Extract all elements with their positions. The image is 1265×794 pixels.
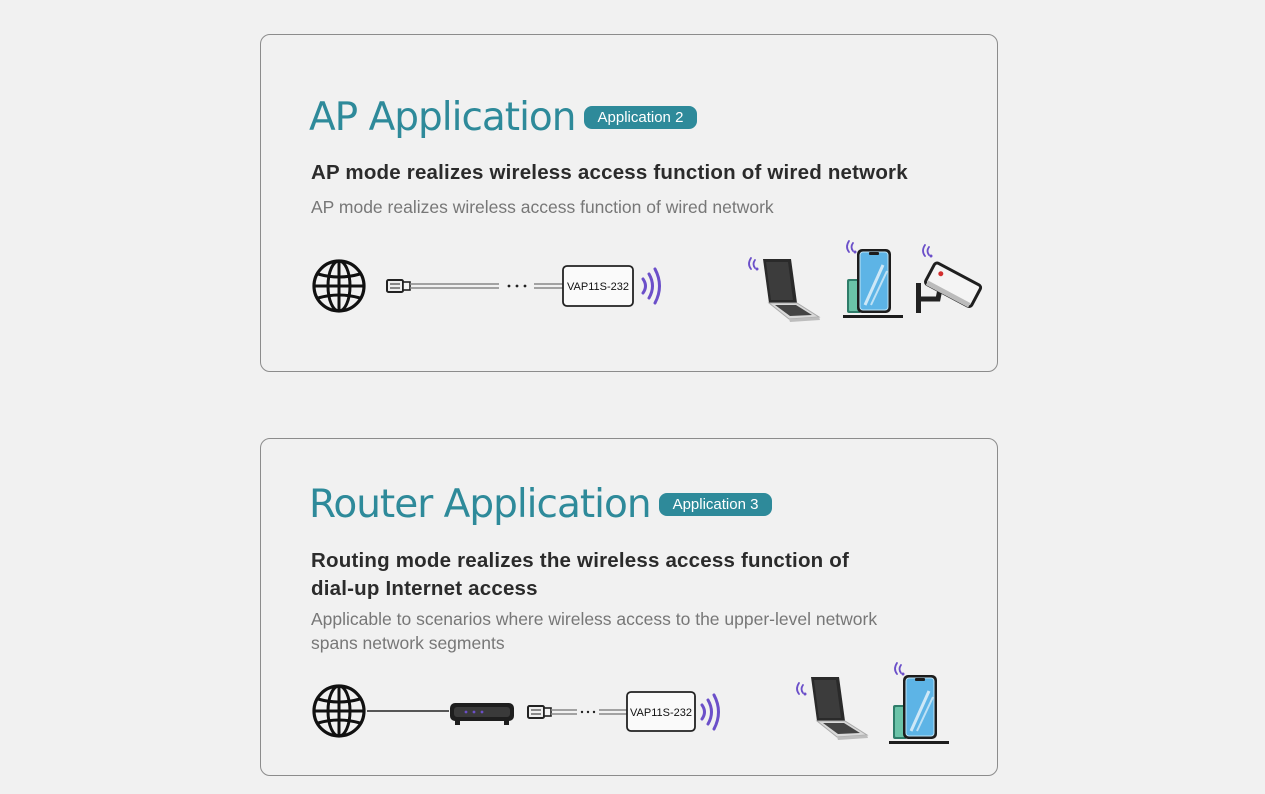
camera-wifi-icon	[923, 245, 933, 258]
globe-icon	[314, 261, 364, 311]
ap-application-card: AP Application Application 2 AP mode rea…	[260, 34, 998, 372]
router-device-label: VAP11S-232	[630, 707, 692, 719]
ap-diagram: VAP11S-232	[261, 35, 997, 371]
vap-device-box: VAP11S-232	[563, 266, 633, 306]
wifi-signal-icon	[643, 269, 660, 303]
laptop-wifi-icon	[797, 683, 807, 696]
phone-wifi-icon	[847, 241, 857, 254]
laptop-icon	[811, 677, 868, 740]
laptop-wifi-icon	[749, 258, 759, 271]
laptop-icon	[763, 259, 820, 322]
router-application-card: Router Application Application 3 Routing…	[260, 438, 998, 776]
router-diagram: VAP11S-232	[261, 439, 997, 775]
security-camera-icon	[916, 262, 982, 313]
ellipsis-icon	[508, 285, 527, 288]
ethernet-cable-icon	[528, 706, 577, 718]
ap-device-label: VAP11S-232	[567, 281, 629, 293]
router-icon	[450, 703, 514, 725]
globe-icon	[314, 686, 364, 736]
smartphone-icon	[889, 675, 949, 744]
ellipsis-icon	[581, 711, 595, 713]
wifi-signal-icon	[702, 695, 719, 729]
phone-wifi-icon	[895, 663, 905, 676]
ethernet-cable-icon	[387, 280, 499, 292]
vap-device-box: VAP11S-232	[627, 692, 695, 731]
smartphone-icon	[843, 249, 903, 318]
